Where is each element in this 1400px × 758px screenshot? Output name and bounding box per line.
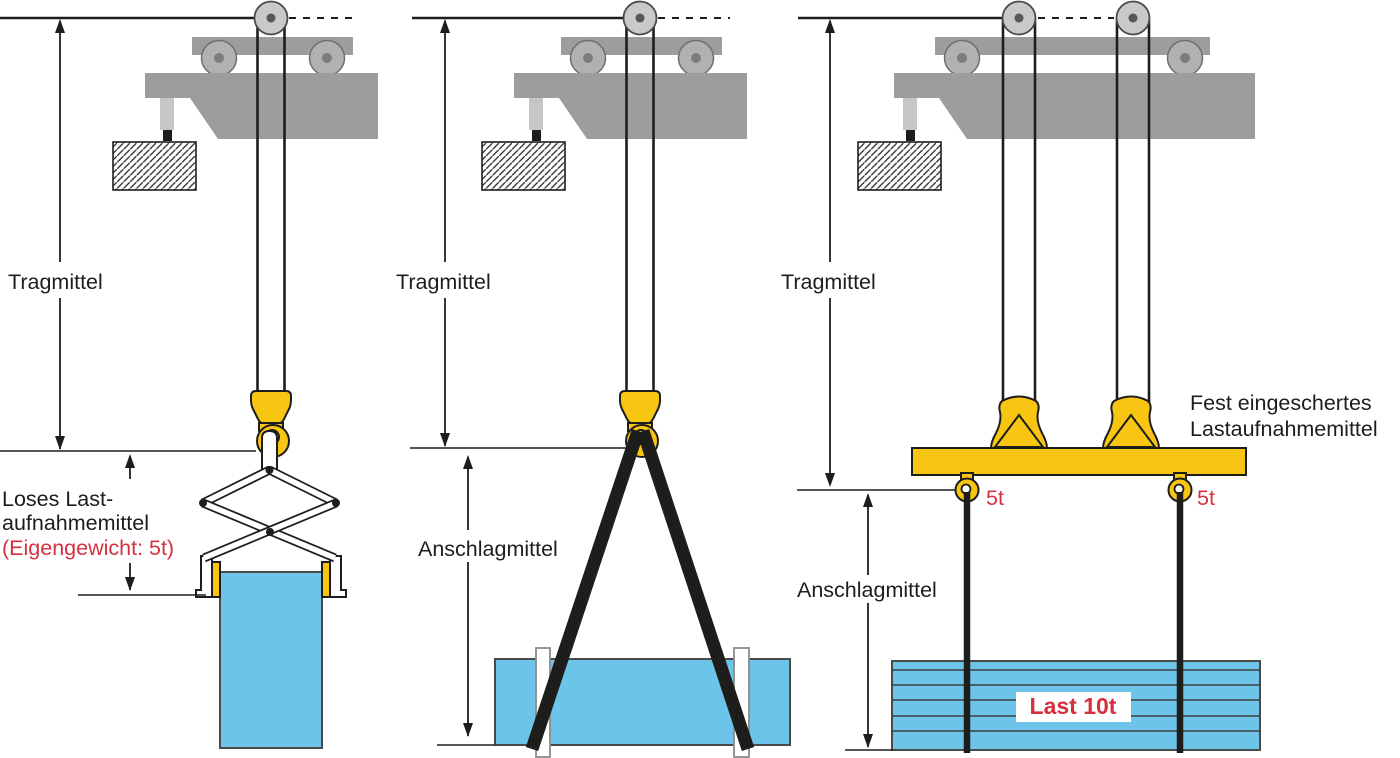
dimension-anschlagmittel-right bbox=[845, 493, 893, 751]
rope-pulley bbox=[253, 0, 289, 36]
rope-socket-right bbox=[1102, 395, 1160, 449]
spreader-label-line2: Lastaufnahmemittel bbox=[1190, 417, 1378, 441]
gripper-pad-right bbox=[321, 561, 331, 598]
anschlagmittel-label-right: Anschlagmittel bbox=[797, 578, 937, 602]
hook-capacity-left: 5t bbox=[986, 486, 1004, 510]
hook-capacity-right: 5t bbox=[1197, 486, 1215, 510]
tragmittel-label-left: Tragmittel bbox=[8, 270, 103, 294]
gripper-arm-right bbox=[329, 555, 347, 598]
spreader-beam bbox=[911, 395, 1247, 503]
hoist-ropes bbox=[625, 20, 655, 393]
diagram-loses-lastaufnahmemittel: Tragmittel Loses Last- aufnahmemittel (E… bbox=[0, 0, 379, 749]
rope-pulley-left bbox=[1001, 0, 1037, 36]
diagram-fest-eingeschertes-lastaufnahmemittel: Tragmittel Anschlagmittel Fest eingesche… bbox=[777, 0, 1378, 753]
hoist-ropes bbox=[1001, 20, 1151, 404]
tragmittel-label-middle: Tragmittel bbox=[396, 270, 491, 294]
dimension-tragmittel-left bbox=[0, 19, 256, 452]
load-label: Last 10t bbox=[1030, 693, 1117, 719]
device-label-line2: aufnahmemittel bbox=[2, 511, 149, 535]
beam-body bbox=[911, 447, 1247, 476]
dimension-tragmittel-right bbox=[797, 19, 955, 491]
crane-trolley bbox=[481, 36, 748, 191]
spreader-label-line1: Fest eingeschertes bbox=[1190, 391, 1372, 415]
rope-pulley bbox=[622, 0, 658, 36]
tragmittel-label-right: Tragmittel bbox=[781, 270, 876, 294]
gripper-arm-left bbox=[195, 555, 213, 598]
device-label-line3: (Eigengewicht: 5t) bbox=[2, 536, 174, 560]
dimension-anschlagmittel-middle bbox=[437, 455, 495, 746]
crane-trolley bbox=[112, 36, 379, 191]
sling-legs bbox=[963, 492, 1184, 753]
gripper-pad-left bbox=[211, 561, 221, 598]
load-label-box bbox=[1016, 692, 1131, 722]
dimension-tragmittel-middle bbox=[410, 19, 626, 449]
hook-link-plate bbox=[261, 429, 278, 474]
rope-socket-left bbox=[990, 395, 1048, 449]
anschlagmittel-label-middle: Anschlagmittel bbox=[418, 537, 558, 561]
crane-trolley bbox=[857, 37, 1255, 191]
hoist-ropes bbox=[256, 20, 286, 393]
diagram-anschlagmittel: Tragmittel Anschlagmittel bbox=[392, 0, 791, 758]
rope-pulley-right bbox=[1115, 0, 1151, 36]
sling-legs bbox=[525, 428, 755, 752]
device-label-line1: Loses Last- bbox=[2, 487, 113, 511]
scissor-tongs bbox=[195, 465, 347, 598]
crane-hook bbox=[250, 390, 292, 474]
load-block bbox=[219, 571, 323, 749]
